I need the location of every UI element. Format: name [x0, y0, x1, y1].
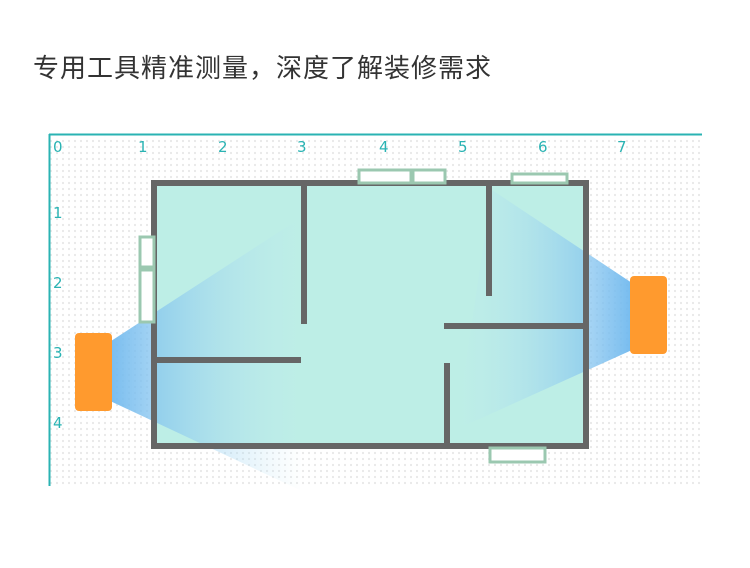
laser-sensor-icon	[630, 276, 667, 354]
y-tick-label: 4	[53, 414, 63, 432]
x-tick-label: 7	[617, 138, 627, 156]
interior-wall	[486, 184, 492, 296]
y-tick-label: 2	[53, 274, 63, 292]
interior-wall	[301, 184, 307, 324]
interior-wall	[444, 363, 450, 446]
x-tick-label: 1	[138, 138, 148, 156]
window-bottom	[488, 446, 547, 464]
laser-sensor-icon	[75, 333, 112, 411]
interior-wall	[154, 357, 301, 363]
x-tick-label: 0	[53, 138, 63, 156]
page-title: 专用工具精准测量，深度了解装修需求	[33, 54, 493, 84]
x-tick-label: 4	[379, 138, 389, 156]
x-tick-label: 6	[538, 138, 548, 156]
window-left-upper	[138, 235, 156, 269]
window-top-middle	[411, 168, 447, 185]
x-tick-label: 5	[458, 138, 468, 156]
y-tick-label: 3	[53, 344, 63, 362]
outer-wall-right	[583, 180, 589, 449]
window-top-right	[510, 172, 569, 185]
interior-wall	[444, 323, 586, 329]
x-tick-label: 2	[218, 138, 228, 156]
x-tick-labels: 0 1 2 3 4 5 6 7	[53, 138, 627, 156]
windows	[138, 168, 569, 464]
y-tick-label: 1	[53, 204, 63, 222]
laser-beam-left	[108, 215, 305, 490]
window-top-left	[357, 168, 413, 185]
y-tick-labels: 1 2 3 4	[53, 204, 63, 432]
x-tick-label: 3	[297, 138, 307, 156]
outer-wall-bottom	[151, 443, 589, 449]
window-left-lower	[138, 268, 156, 324]
